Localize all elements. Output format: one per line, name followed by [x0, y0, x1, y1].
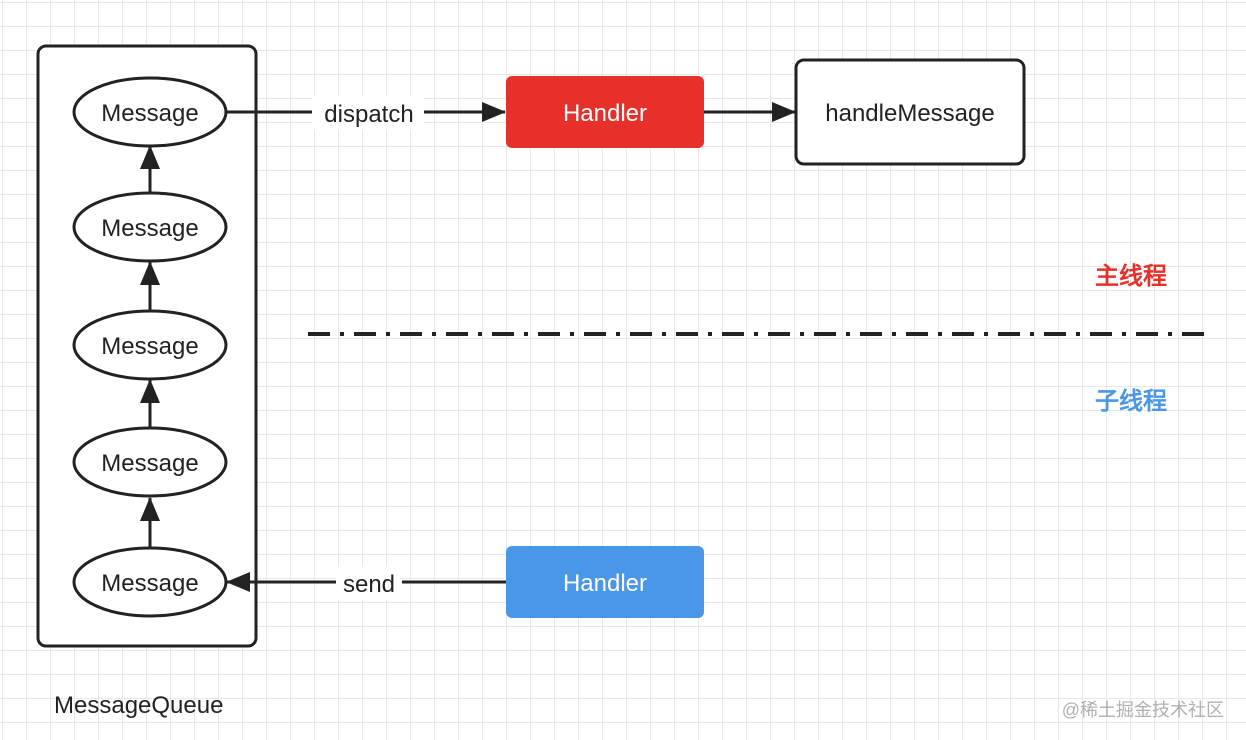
message-label-3: Message	[101, 333, 198, 360]
sub-handler-label: Handler	[563, 570, 647, 597]
send-label: send	[343, 571, 395, 598]
sub-thread-label: 子线程	[1095, 388, 1167, 415]
main-handler-box	[506, 76, 704, 148]
send-label-bg	[336, 566, 402, 600]
message-node-4: Message	[72, 426, 228, 498]
dispatch-label-bg	[312, 96, 424, 130]
handle-message-label: handleMessage	[825, 100, 994, 127]
message-node-3: Message	[72, 309, 228, 381]
sub-handler-node: Handler	[506, 546, 704, 618]
message-label-4: Message	[101, 450, 198, 477]
message-label-5: Message	[101, 570, 198, 597]
handle-message-node: handleMessage	[794, 58, 1026, 166]
main-handler-node: Handler	[506, 76, 704, 148]
message-node-5: Message	[72, 546, 228, 618]
watermark-text: @稀土掘金技术社区	[1062, 700, 1224, 720]
message-label-1: Message	[101, 100, 198, 127]
main-handler-label: Handler	[563, 100, 647, 127]
message-queue-caption: MessageQueue	[54, 692, 223, 719]
dispatch-label: dispatch	[324, 101, 413, 128]
message-label-2: Message	[101, 215, 198, 242]
message-node-2: Message	[72, 191, 228, 263]
main-thread-label: 主线程	[1095, 263, 1167, 290]
message-node-1: Message	[72, 76, 228, 148]
sub-handler-box	[506, 546, 704, 618]
